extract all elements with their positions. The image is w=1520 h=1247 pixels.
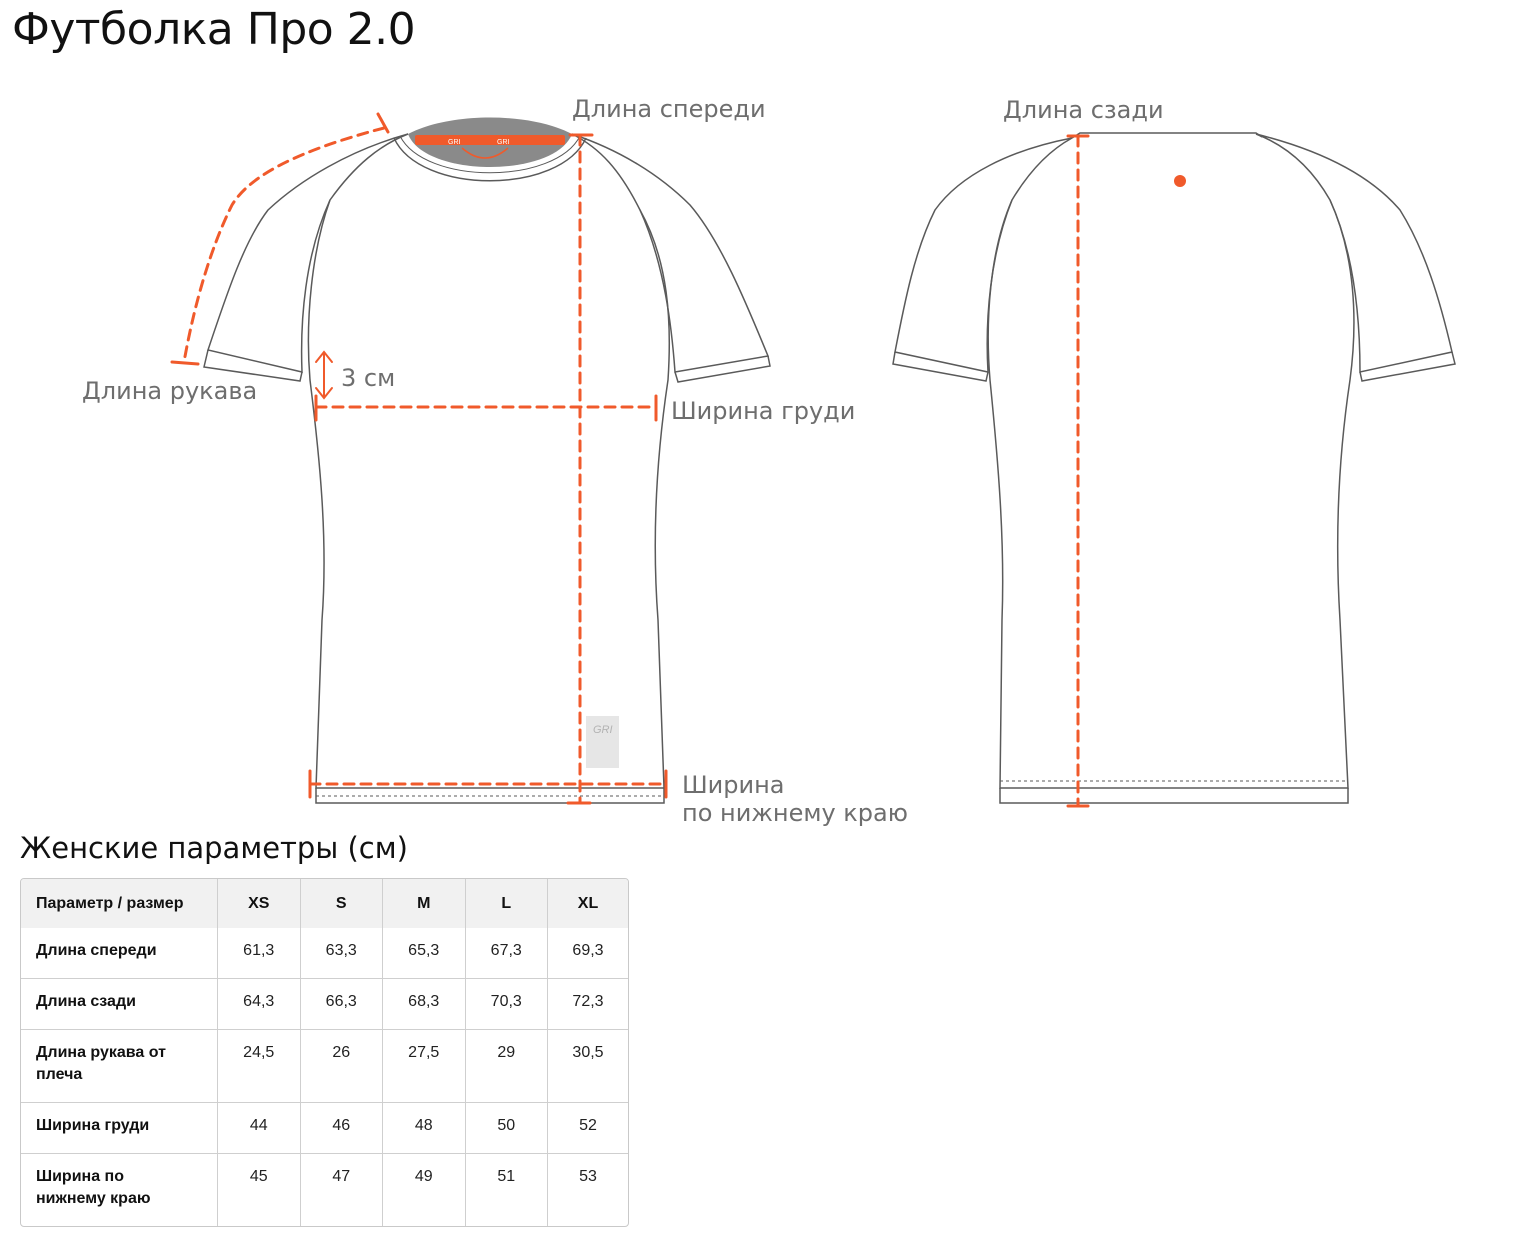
hem-width-label-line1: Ширина xyxy=(682,771,785,799)
offset-arrow-head-bottom xyxy=(315,387,333,400)
collar-arc xyxy=(461,147,509,159)
sleeve-length-cap-bottom xyxy=(170,360,200,366)
table-cell: 63,3 xyxy=(300,928,383,979)
table-cell: 45 xyxy=(218,1154,301,1226)
table-cell: 49 xyxy=(383,1154,466,1226)
page-title: Футболка Про 2.0 xyxy=(12,4,416,55)
table-row-param-text: Ширина груди xyxy=(36,1117,150,1134)
table-row-param-text: Длина сзади xyxy=(36,993,136,1010)
hem-width-label-line2: по нижнему краю xyxy=(682,799,908,827)
back-logo-dot xyxy=(1174,175,1186,187)
back-tshirt-outline xyxy=(892,132,1456,804)
size-table: Параметр / размер XS S M L XL Длина спер… xyxy=(20,878,629,1227)
table-header-row: Параметр / размер XS S M L XL xyxy=(21,879,628,928)
table-row-param-text: Длина спереди xyxy=(36,942,157,959)
table-cell: 47 xyxy=(301,1154,383,1226)
sleeve-length-label: Длина рукава xyxy=(82,377,258,405)
front-tshirt-outline xyxy=(203,133,771,804)
table-cell: 64,3 xyxy=(218,979,301,1030)
tshirt-diagram: GRI GRI GRI xyxy=(170,112,1456,808)
chest-width-label: Ширина груди xyxy=(671,397,856,425)
table-cell: 66,3 xyxy=(300,979,383,1030)
sleeve-length-cap-top xyxy=(376,112,390,134)
table-cell: 51 xyxy=(466,1154,548,1226)
table-header-cell: M xyxy=(383,879,466,928)
table-cell: 52 xyxy=(548,1103,628,1154)
table-row-param: Длина спереди xyxy=(21,928,218,979)
table-row-param-text: Ширина по нижнему краю xyxy=(36,1168,151,1207)
table-cell: 69,3 xyxy=(548,928,628,979)
size-table-title: Женские параметры (см) xyxy=(20,831,408,865)
table-row: Длина сзади 64,3 66,3 68,3 70,3 72,3 xyxy=(21,979,628,1030)
table-row-param: Длина рукава от плеча xyxy=(21,1030,218,1103)
table-row: Длина спереди 61,3 63,3 65,3 67,3 69,3 xyxy=(21,928,628,979)
table-row-param: Длина сзади xyxy=(21,979,218,1030)
offset-label: 3 см xyxy=(341,364,396,392)
table-header-cell: L xyxy=(465,879,548,928)
table-cell: 24,5 xyxy=(218,1030,301,1103)
table-row-param-text: Длина рукава от плеча xyxy=(36,1044,166,1083)
front-length-label: Длина спереди xyxy=(572,95,766,123)
table-cell: 44 xyxy=(218,1103,301,1154)
table-cell: 68,3 xyxy=(383,979,466,1030)
table-row-param: Ширина груди xyxy=(21,1103,218,1154)
table-cell: 48 xyxy=(383,1103,466,1154)
table-cell: 70,3 xyxy=(465,979,548,1030)
collar-brand-mark: GRI xyxy=(448,139,461,146)
table-cell: 26 xyxy=(300,1030,383,1103)
sleeve-length-line xyxy=(182,126,386,364)
table-header-cell: XL xyxy=(548,879,628,928)
table-cell: 30,5 xyxy=(548,1030,628,1103)
table-cell: 29 xyxy=(465,1030,548,1103)
collar-brand-mark: GRI xyxy=(497,139,510,146)
table-header-cell: XS xyxy=(218,879,301,928)
table-cell: 53 xyxy=(579,1168,597,1185)
table-row: Ширина груди 44 46 48 50 52 xyxy=(21,1103,628,1154)
hem-brand-mark: GRI xyxy=(593,724,613,736)
collar-brand-tape xyxy=(415,135,565,145)
table-cell: 27,5 xyxy=(383,1030,466,1103)
table-cell: 46 xyxy=(300,1103,383,1154)
hem-brand-tag xyxy=(586,716,619,768)
back-length-label: Длина сзади xyxy=(1003,96,1164,124)
table-row: Длина рукава от плеча 24,5 26 27,5 29 30… xyxy=(21,1030,628,1103)
table-row-param: Ширина по нижнему краю xyxy=(21,1154,218,1226)
table-header-cell: S xyxy=(300,879,383,928)
offset-arrow-head-top xyxy=(315,350,333,363)
table-row: Ширина по нижнему краю 45 47 49 51 53 xyxy=(21,1154,628,1226)
table-cell: 72,3 xyxy=(548,979,628,1030)
table-cell: 50 xyxy=(465,1103,548,1154)
table-header-cell: Параметр / размер xyxy=(21,879,218,928)
table-cell: 61,3 xyxy=(218,928,301,979)
table-cell: 65,3 xyxy=(383,928,466,979)
table-cell: 67,3 xyxy=(465,928,548,979)
